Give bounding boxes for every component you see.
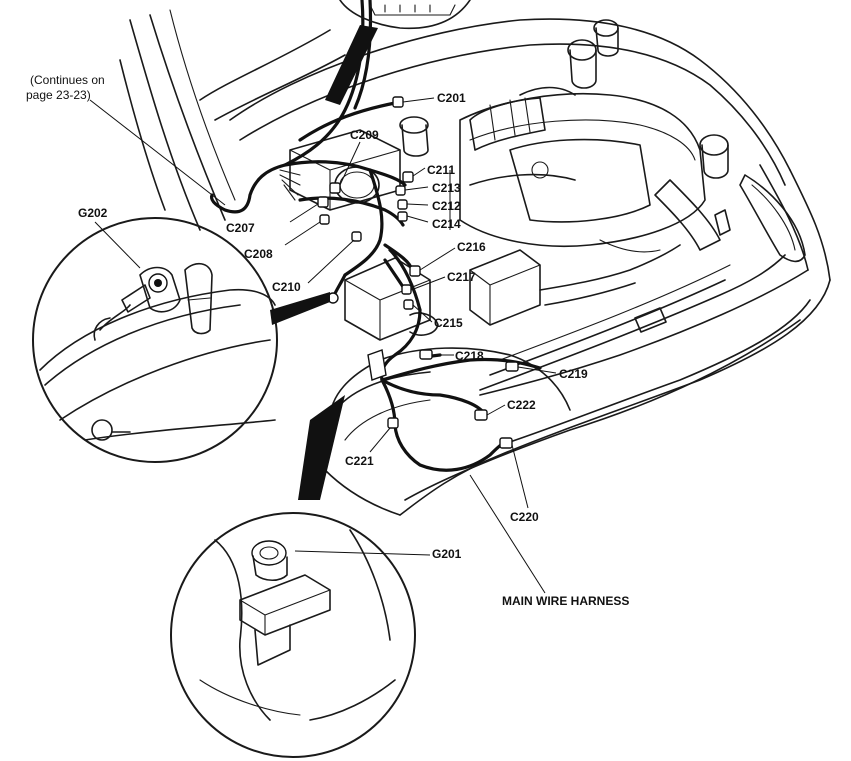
label-c212: C212 bbox=[432, 199, 461, 213]
detail-top bbox=[325, 0, 471, 105]
label-c208: C208 bbox=[244, 247, 273, 261]
label-g202: G202 bbox=[78, 206, 108, 220]
connector-c220 bbox=[499, 437, 513, 449]
label-c222: C222 bbox=[507, 398, 536, 412]
note-line-2: page 23-23) bbox=[26, 88, 91, 102]
label-c217: C217 bbox=[447, 270, 476, 284]
connector-c201 bbox=[392, 96, 404, 108]
connector-c213 bbox=[395, 185, 406, 196]
label-c213: C213 bbox=[432, 181, 461, 195]
connector-c215 bbox=[403, 299, 414, 310]
connector-c212 bbox=[397, 199, 408, 210]
connector-c209 bbox=[329, 182, 341, 194]
connector-c218 bbox=[419, 349, 433, 360]
connectors bbox=[317, 96, 519, 449]
connector-c216 bbox=[409, 265, 421, 277]
labels: (Continues on page 23-23) C201 C209 C211… bbox=[26, 73, 629, 608]
connector-c219 bbox=[505, 361, 519, 372]
connector-c207 bbox=[317, 196, 329, 208]
label-c214: C214 bbox=[432, 217, 461, 231]
label-c209: C209 bbox=[350, 128, 379, 142]
label-c218: C218 bbox=[455, 349, 484, 363]
connector-c222 bbox=[474, 409, 488, 421]
connector-c214 bbox=[397, 211, 408, 222]
ground-g201-point bbox=[367, 349, 387, 381]
detail-g202 bbox=[32, 217, 330, 463]
label-c210: C210 bbox=[272, 280, 301, 294]
connector-c217 bbox=[401, 284, 412, 295]
label-c211: C211 bbox=[427, 163, 455, 177]
connector-c208 bbox=[319, 214, 330, 225]
vehicle-body bbox=[119, 9, 831, 516]
connector-c211 bbox=[402, 171, 414, 183]
label-main-wire-harness: MAIN WIRE HARNESS bbox=[502, 594, 629, 608]
leader-lines bbox=[89, 97, 557, 594]
label-c201: C201 bbox=[437, 91, 466, 105]
label-c219: C219 bbox=[559, 367, 588, 381]
label-c220: C220 bbox=[510, 510, 539, 524]
label-c216: C216 bbox=[457, 240, 486, 254]
note-line-1: (Continues on bbox=[30, 73, 105, 87]
connector-c221 bbox=[387, 417, 399, 429]
detail-g201 bbox=[170, 395, 416, 758]
label-c207: C207 bbox=[226, 221, 255, 235]
label-g201: G201 bbox=[432, 547, 462, 561]
label-c215: C215 bbox=[434, 316, 463, 330]
connector-c210 bbox=[351, 231, 362, 242]
label-c221: C221 bbox=[345, 454, 374, 468]
